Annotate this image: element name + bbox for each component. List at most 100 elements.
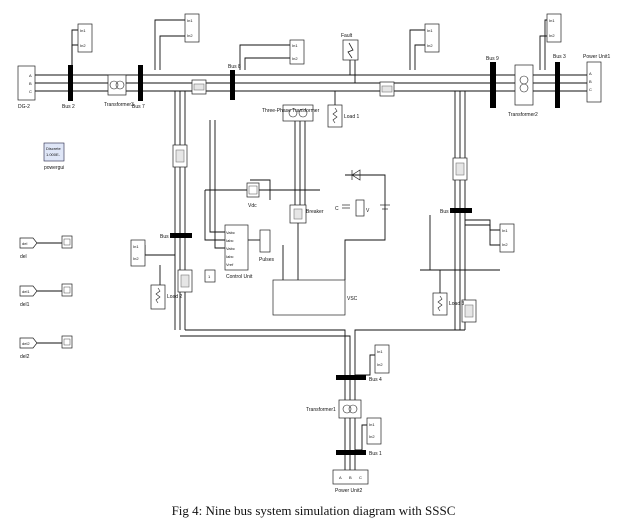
control-unit-block[interactable]: Vabc Iabc Vabc Iabc Vref Control Unit [224,224,253,280]
dg-source[interactable]: A B C DG-2 [17,65,36,110]
svg-text:Discrete: Discrete [46,146,61,151]
scope-bus3[interactable]: In1 In2 [546,13,562,43]
line-block-78[interactable] [191,79,207,95]
wire-scope-bus7 [154,19,185,70]
bus8-label: Bus 8 [228,64,241,70]
powergui-block[interactable]: Discrete 1.000E- powergui [43,142,65,171]
pulses-block[interactable]: Pulses [259,229,275,263]
wire-scope-bus8 [239,44,290,70]
load3-block[interactable]: Load 3 [432,292,465,316]
scope-bus1[interactable]: In1 In2 [366,417,382,445]
bus2-label: Bus 2 [62,104,75,110]
bus-bar-7 [138,65,143,101]
vdc-scope[interactable]: Vdc [246,182,260,209]
scope-del1[interactable] [61,283,73,297]
line-block-right[interactable] [452,157,468,181]
bus-bar-3 [555,62,560,108]
bus-bar-2 [68,65,73,101]
pulses-label: Pulses [259,257,275,263]
svg-text:In1: In1 [502,228,508,233]
control-unit-label: Control Unit [226,274,253,280]
three-phase-transformer-label: Three-Phase Transformer [262,108,320,114]
bus9-label: Bus 9 [486,56,499,62]
load2-block[interactable]: Load 2 [150,284,183,310]
line-block-left-bottom[interactable] [177,269,193,293]
svg-text:B: B [349,475,352,480]
wire-scope-bus8b [244,57,290,70]
scope-bus5[interactable]: In1 In2 [130,239,146,267]
scope-del[interactable] [61,235,73,249]
bus-bar-4 [336,375,366,380]
wire-scope-bus5 [144,245,175,256]
svg-text:C: C [29,89,32,94]
vdc-label: Vdc [248,203,257,209]
wire-scope-bus2b [71,44,78,70]
svg-text:Iabc: Iabc [226,238,234,243]
load1-block[interactable]: Load 1 [327,104,360,128]
wire-scope-bus6b [465,224,500,246]
svg-text:In1: In1 [369,422,375,427]
dg-label: DG-2 [18,104,30,110]
scope-bus4[interactable]: In1 In2 [374,344,390,374]
scope-bus9[interactable]: In1 In2 [424,23,440,53]
del2-input[interactable]: del2 del2 [19,335,73,360]
del-input[interactable]: del del [19,235,73,260]
svg-text:del1: del1 [22,289,30,294]
scope-bus8[interactable]: In1 In2 [289,39,305,65]
wire-scope-bus9 [409,29,425,70]
bus4-label: Bus 4 [369,377,382,383]
wire-scope-bus2 [71,29,78,70]
svg-text:del2: del2 [22,341,30,346]
line-block-left[interactable] [172,144,188,168]
bus1-label: Bus 1 [369,451,382,457]
svg-text:In2: In2 [133,256,139,261]
svg-text:1.000E-: 1.000E- [46,152,61,157]
three-phase-transformer-block[interactable]: Three-Phase Transformer [262,104,320,122]
svg-text:1: 1 [208,274,211,279]
svg-text:In1: In1 [292,43,298,48]
wire-scope-bus1 [355,424,367,451]
transformer1-block[interactable]: Transformer1 [306,399,362,419]
svg-text:A: A [29,73,32,78]
scope-bus2[interactable]: In1 In2 [77,23,93,53]
scope-bus7[interactable]: In1 In2 [184,13,200,43]
breaker-block[interactable]: Breaker [289,204,324,224]
wire-ctrl-b [209,120,225,233]
vsc-block[interactable]: VSC [272,279,358,316]
const-block[interactable]: 1 [204,269,216,283]
bus7-label: Bus 7 [132,104,145,110]
svg-text:Vabc: Vabc [226,246,235,251]
scope-del2[interactable] [61,335,73,349]
wires [35,19,600,470]
transformer3-block[interactable]: Transformer3 [104,74,134,108]
capacitor-label: C [335,206,339,212]
transformer1-label: Transformer1 [306,407,336,413]
scope-bus6[interactable]: In1 In2 [499,223,515,253]
wire-ctrl-c [214,120,225,249]
svg-text:Vref: Vref [226,262,234,267]
wire-bottom-b [354,329,465,375]
svg-text:In2: In2 [427,43,433,48]
diode-icon [351,169,361,181]
bus5-label: Bus 5 [160,234,173,240]
load3-label: Load 3 [449,301,465,307]
wire-scope-bus9b [414,44,425,70]
svg-text:In2: In2 [502,242,508,247]
bus6-label: Bus 6 [440,209,453,215]
del1-input[interactable]: del1 del1 [19,283,73,308]
figure-caption: Fig 4: Nine bus system simulation diagra… [171,503,456,518]
svg-text:A: A [589,71,592,76]
power-unit1-block[interactable]: A B C Power Unit1 [583,54,610,103]
line-block-right-bottom[interactable] [461,299,477,323]
wire-bottom-c [180,335,351,375]
fault-block[interactable]: Fault [341,33,359,61]
line-block-89[interactable] [379,81,395,97]
bus3-label: Bus 3 [553,54,566,60]
bus-bar-1 [336,450,366,455]
power-unit2-block[interactable]: A B C Power Unit2 [332,469,369,494]
svg-text:In1: In1 [377,349,383,354]
voltage-measurement[interactable] [355,199,365,217]
wire-ctrl-a [204,190,225,241]
transformer2-block[interactable]: Transformer2 [508,64,538,118]
svg-text:In2: In2 [549,33,555,38]
